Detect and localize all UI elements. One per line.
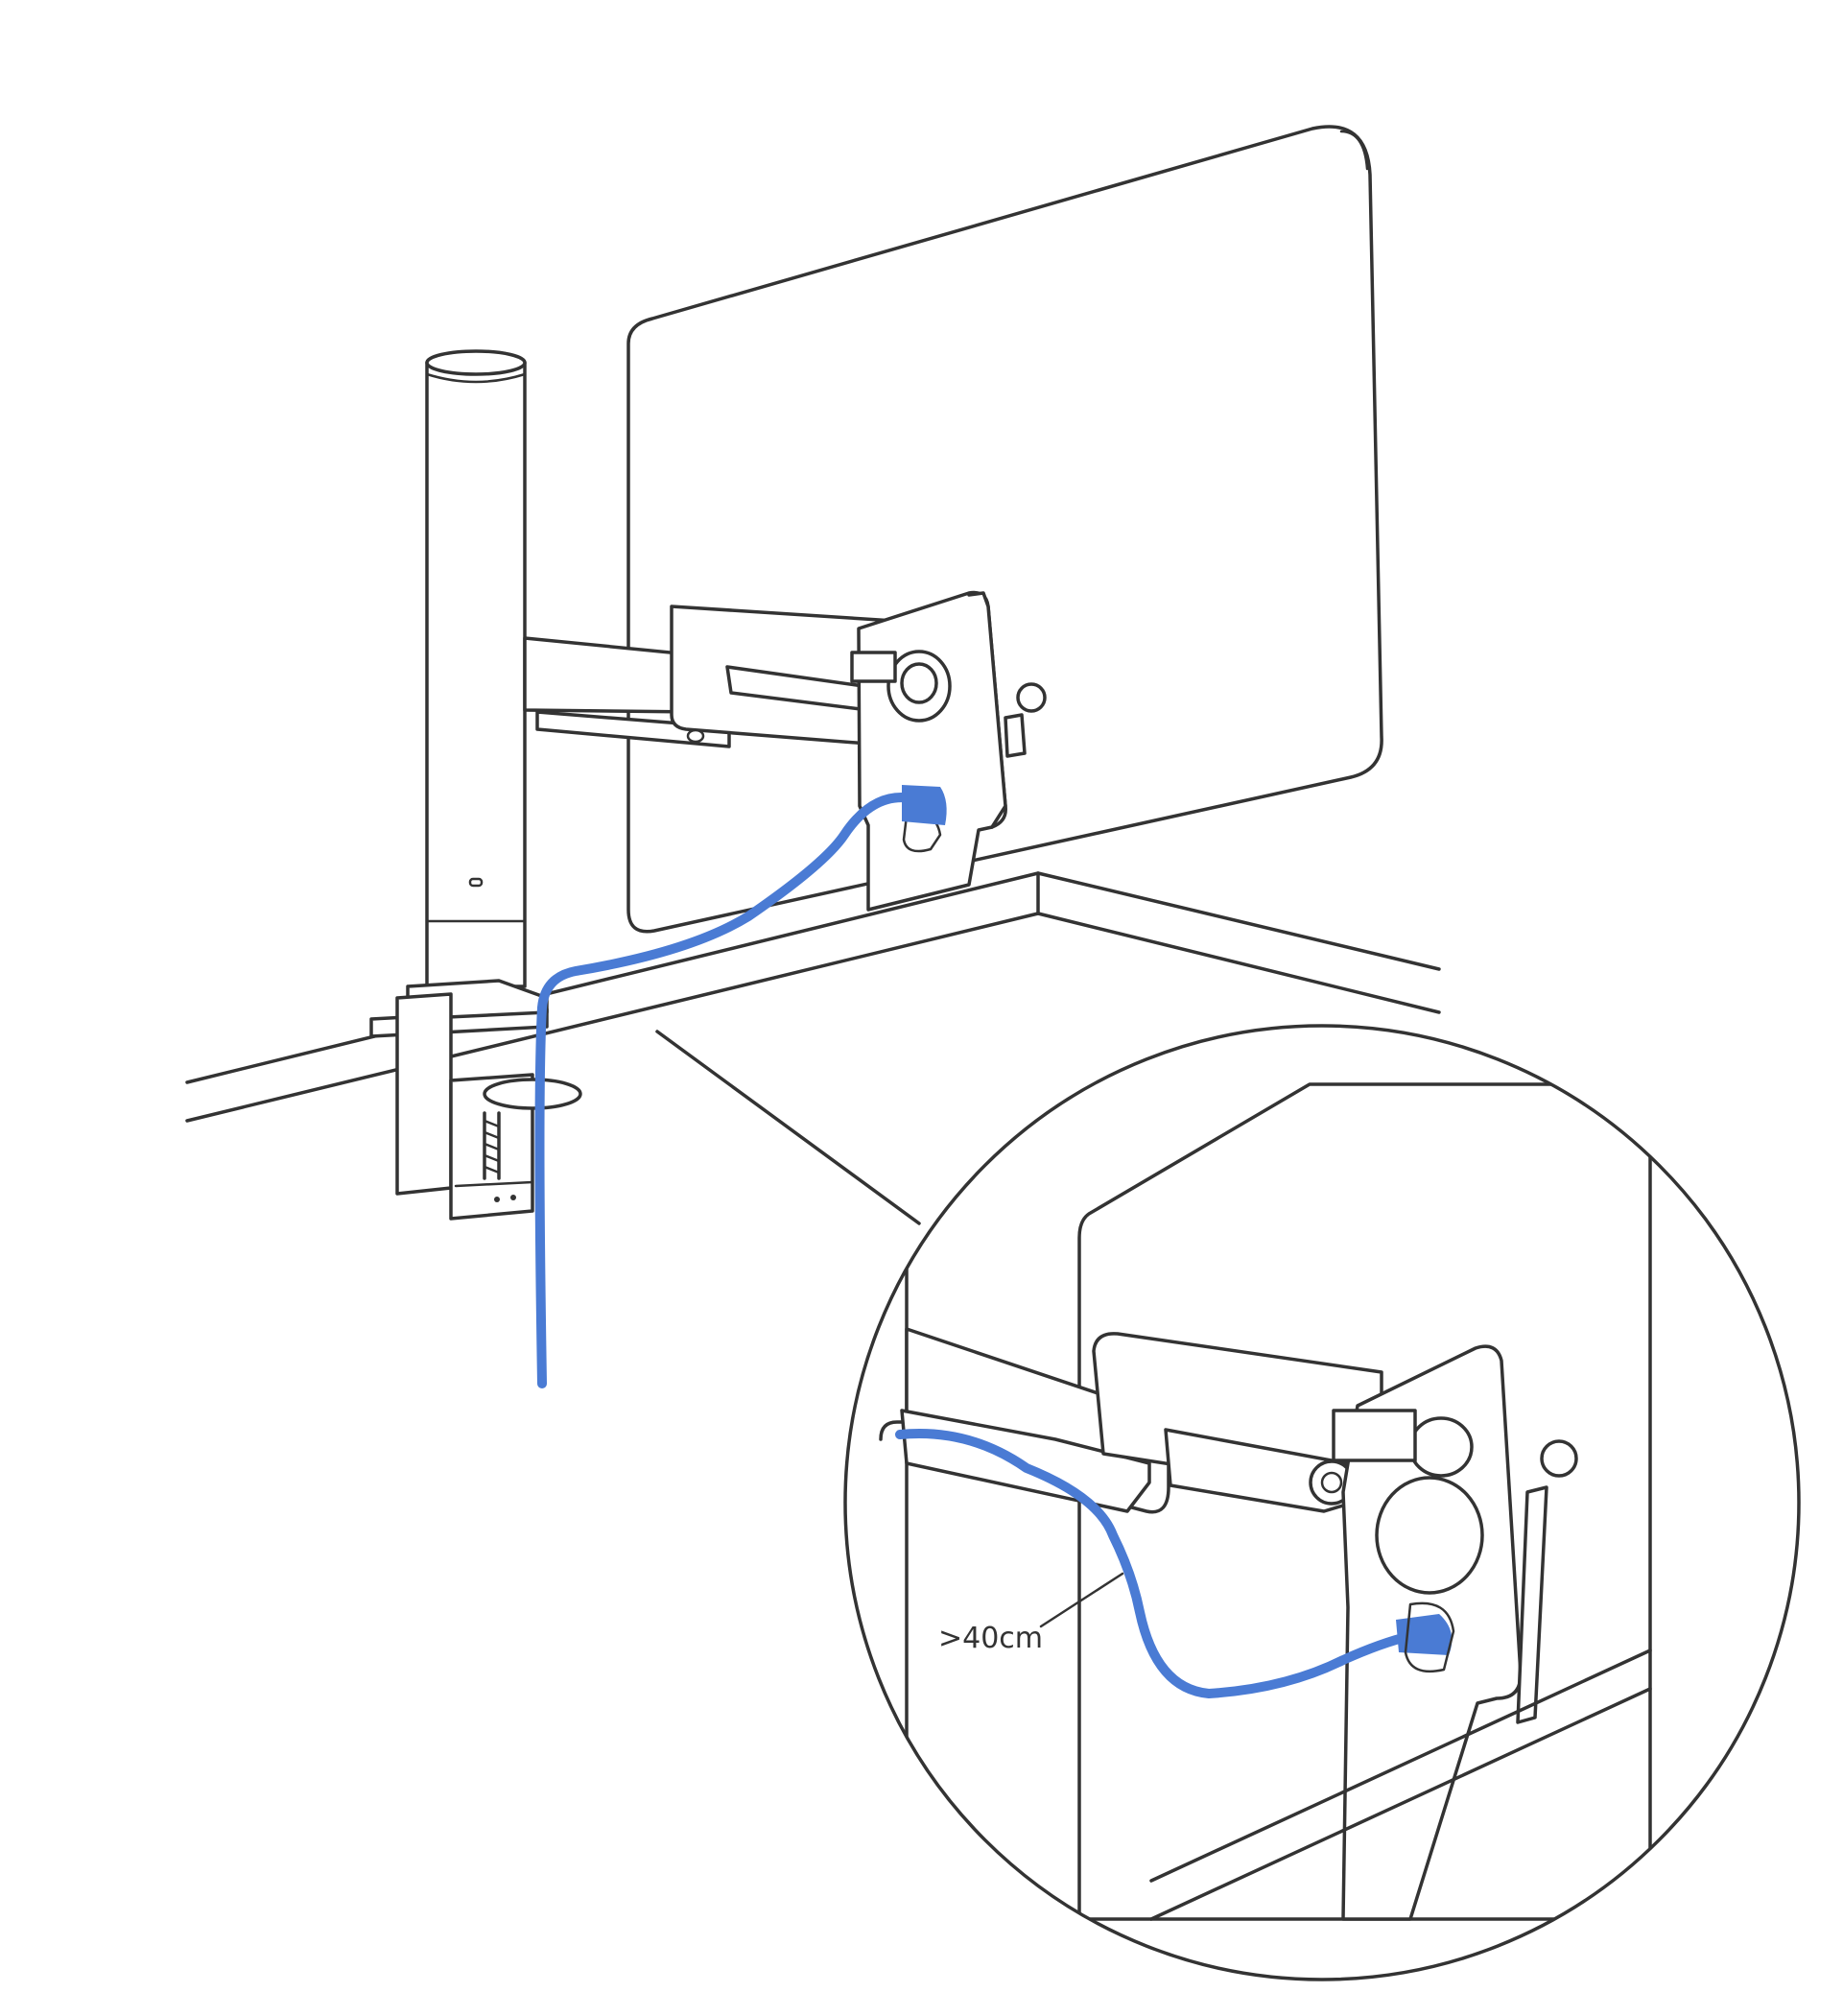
desk-clamp-icon <box>369 979 582 1221</box>
magnifier-detail-icon: >40cm <box>843 1024 1801 1981</box>
callout-leader <box>1039 1572 1124 1628</box>
zoom-guide-line <box>655 1030 921 1225</box>
monitor-arm-icon <box>523 590 1047 912</box>
clamp-screw <box>483 1111 501 1180</box>
cable-icon <box>534 785 947 1388</box>
pole-icon <box>425 349 527 988</box>
cable-length-label: >40cm <box>938 1622 1043 1655</box>
detail-content <box>879 1034 1652 1940</box>
